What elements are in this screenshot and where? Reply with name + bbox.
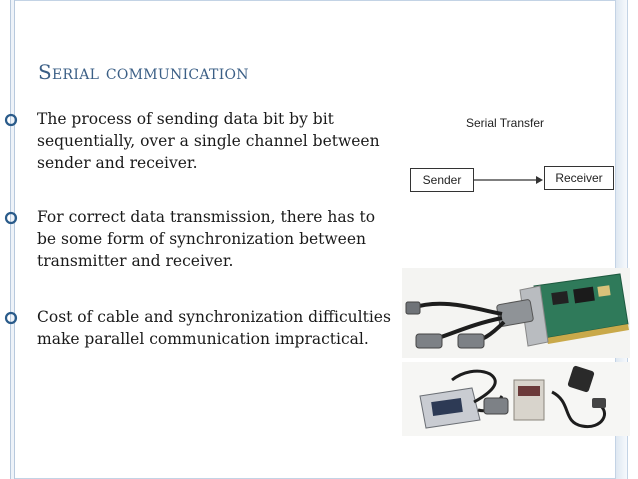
receiver-box: Receiver [544, 166, 614, 190]
bullet-icon [4, 113, 18, 127]
arrow-icon [474, 176, 543, 184]
bullet-text: Cost of cable and synchronization diffic… [37, 308, 391, 348]
bullet-icon [4, 311, 18, 325]
serial-card-photo [402, 268, 630, 358]
diagram-title: Serial Transfer [466, 116, 545, 130]
serial-transfer-diagram: Serial Transfer Sender Receiver [404, 112, 622, 202]
slide-border-top [10, 0, 628, 1]
slide-border-right [615, 0, 628, 479]
bullet-text: For correct data transmission, there has… [37, 208, 376, 270]
slide-title: Serial communication [38, 60, 249, 84]
slide-border-left [10, 0, 15, 479]
pc-card-adapter-photo [402, 362, 630, 436]
bullet-text: The process of sending data bit by bit s… [37, 110, 380, 172]
sender-box: Sender [410, 168, 474, 192]
bullet-icon [4, 211, 18, 225]
